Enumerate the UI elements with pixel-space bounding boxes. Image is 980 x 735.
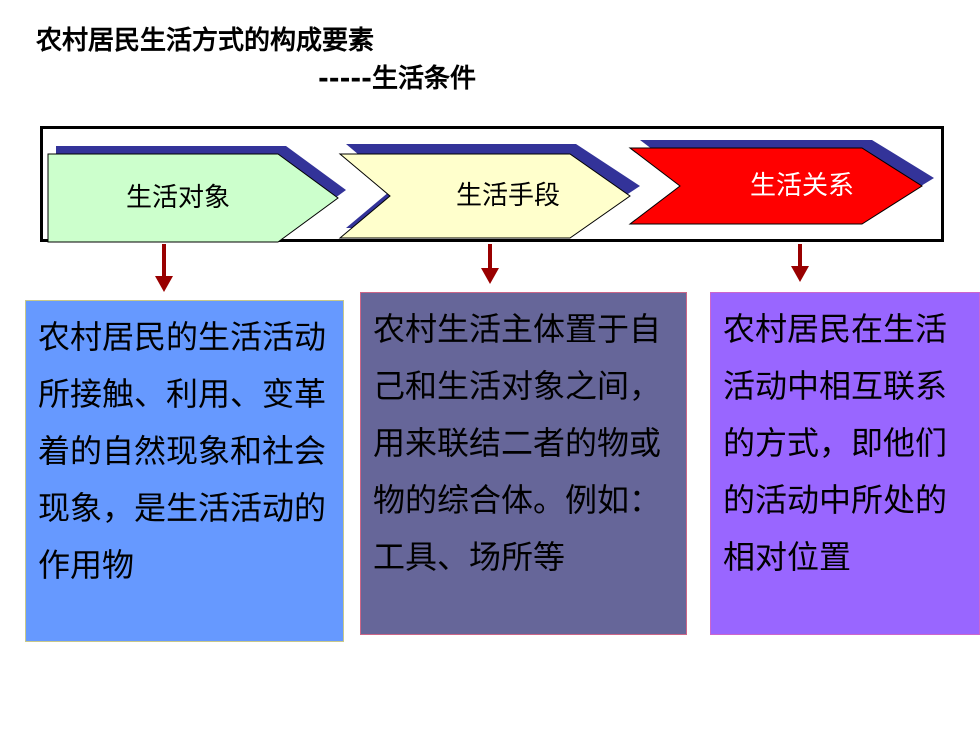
step-1[interactable]: 生活对象 <box>47 146 346 243</box>
step-1-chevron <box>47 153 339 243</box>
box-life-object: 农村居民的生活活动所接触、利用、变革着的自然现象和社会现象，是生活活动的作用物 <box>25 300 344 642</box>
step-2[interactable]: 生活手段 <box>338 144 640 239</box>
step-3[interactable]: 生活关系 <box>628 140 934 225</box>
page-subtitle: -----生活条件 <box>318 64 476 94</box>
arrow-2 <box>481 244 499 284</box>
box-life-means: 农村生活主体置于自己和生活对象之间，用来联结二者的物或物的综合体。例如：工具、场… <box>360 292 687 635</box>
box-life-relation: 农村居民在生活活动中相互联系的方式，即他们的活动中所处的相对位置 <box>710 292 980 635</box>
arrow-3 <box>791 244 809 282</box>
step-3-label: 生活关系 <box>750 171 854 201</box>
arrow-1 <box>155 244 173 292</box>
step-2-chevron <box>338 153 631 239</box>
step-3-chevron <box>628 147 923 225</box>
step-1-label: 生活对象 <box>126 183 230 213</box>
process-diagram: 生活对象 生活手段 生活关系 <box>47 140 934 292</box>
page-title: 农村居民生活方式的构成要素 <box>36 26 375 56</box>
step-2-label: 生活手段 <box>456 181 560 211</box>
